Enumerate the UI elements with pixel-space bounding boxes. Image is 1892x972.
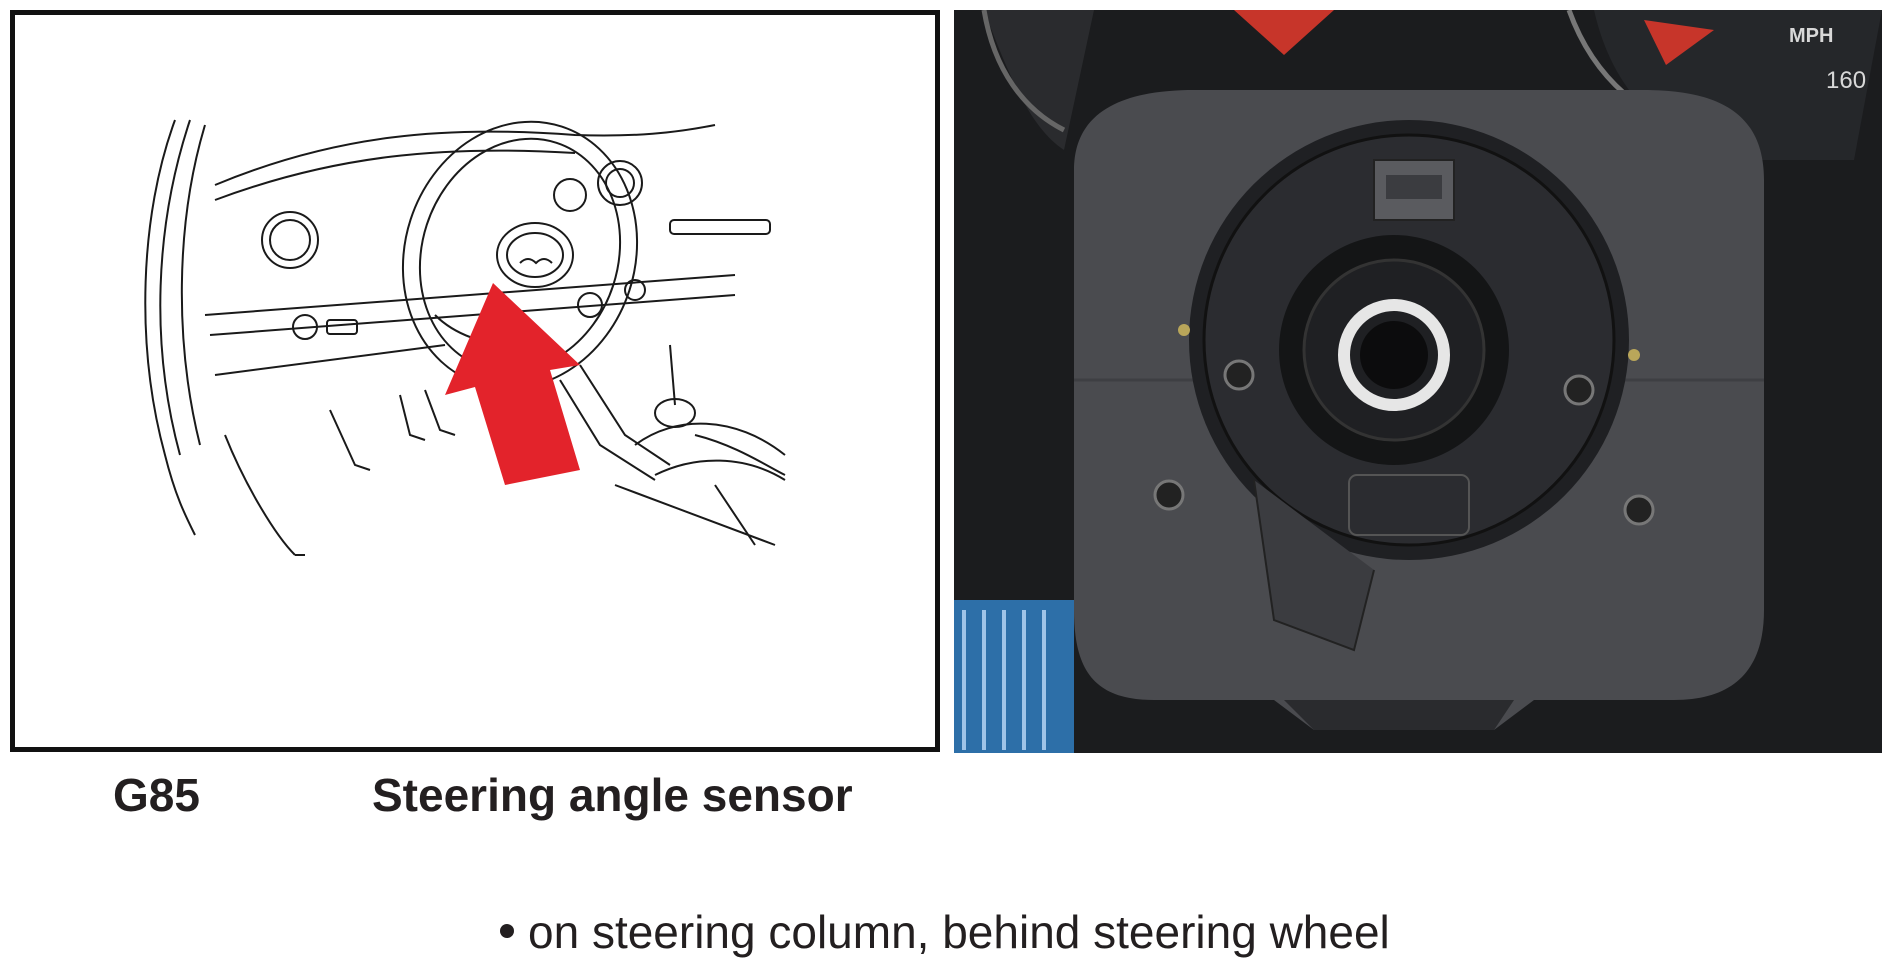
component-name: Steering angle sensor — [372, 769, 853, 821]
location-bullet: on steering column, behind steering whee… — [500, 905, 1390, 959]
red-arrow-indicator — [445, 283, 580, 485]
location-text: on steering column, behind steering whee… — [528, 906, 1390, 958]
dashboard-drawing-panel — [10, 10, 940, 752]
mph-label: MPH — [1789, 25, 1833, 47]
bullet-dot-icon — [500, 923, 514, 938]
speedometer-160-label: 160 — [1826, 67, 1866, 94]
dashboard-line-drawing — [144, 119, 786, 556]
sensor-photo: MPH 160 — [954, 10, 1882, 753]
component-code: G85 — [113, 769, 200, 821]
sensor-photo-panel: MPH 160 — [954, 10, 1882, 753]
